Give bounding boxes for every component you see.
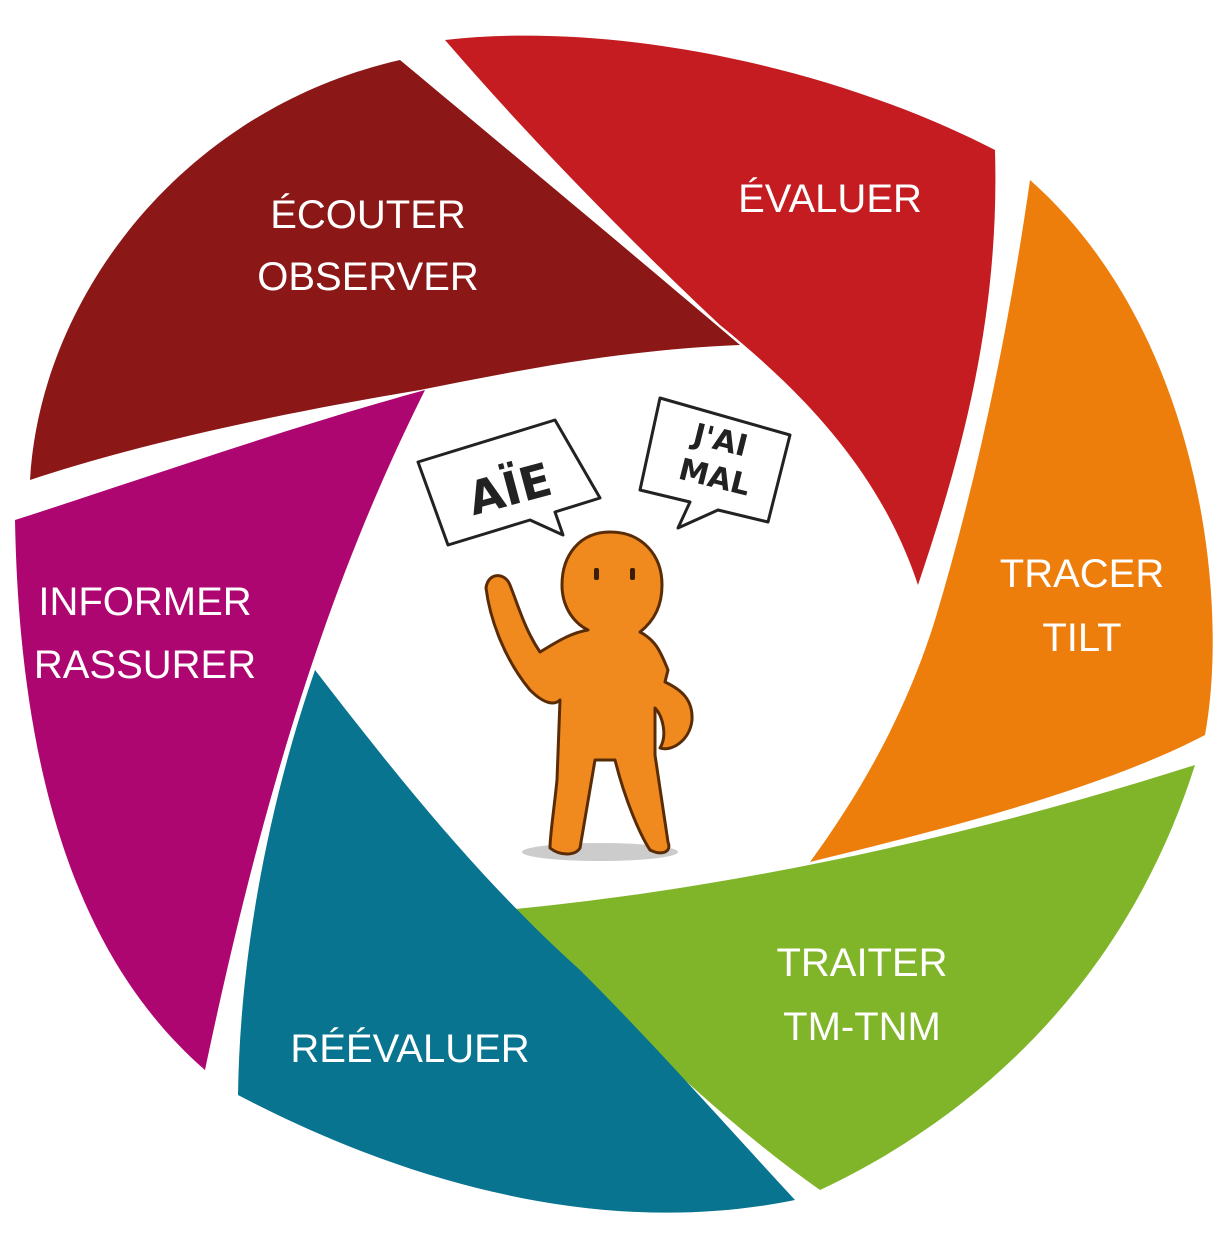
label-rassurer: RASSURER — [34, 643, 256, 687]
label-ecouter: ÉCOUTER — [270, 192, 466, 237]
speech-bubble-aie: AÏE — [416, 418, 602, 547]
label-evaluer: ÉVALUER — [738, 176, 922, 221]
label-traiter: TRAITER — [776, 941, 947, 985]
figure-eye-right — [630, 568, 635, 580]
label-tracer: TRACER — [1000, 552, 1164, 596]
label-tm-tnm: TM-TNM — [783, 1005, 941, 1049]
person-in-pain-icon — [484, 530, 694, 861]
figure-eye-left — [594, 568, 599, 580]
label-reevaluer: RÉÉVALUER — [290, 1026, 529, 1071]
segment-traiter-tm-tnm — [505, 765, 1195, 1190]
segment-evaluer — [445, 35, 996, 585]
figure-body — [484, 530, 694, 856]
label-tilt: TILT — [1042, 616, 1121, 660]
speech-bubble-jai-mal: J'AI MAL — [638, 396, 792, 530]
segment-tracer-tilt — [810, 180, 1213, 862]
label-informer: INFORMER — [38, 580, 251, 624]
segment-informer-rassurer — [15, 390, 425, 1070]
label-observer: OBSERVER — [257, 255, 479, 299]
segment-reevaluer — [238, 670, 795, 1213]
segment-ecouter-observer — [30, 60, 740, 480]
